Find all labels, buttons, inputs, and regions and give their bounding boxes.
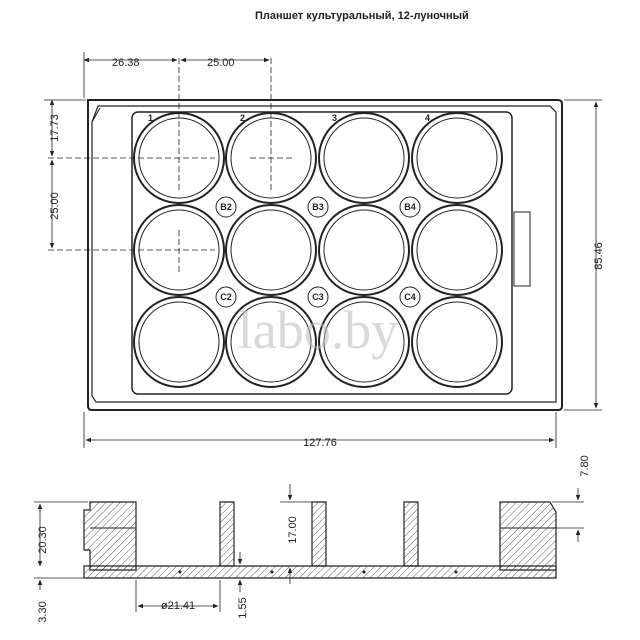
well-C1 xyxy=(133,296,225,388)
well-label-B4: B4 xyxy=(404,202,416,212)
dim-height: 85.46 xyxy=(593,242,605,270)
inner-wall-1 xyxy=(219,501,235,567)
well-B4 xyxy=(411,204,503,296)
well-area-frame xyxy=(131,111,513,395)
marker-B2 xyxy=(215,196,237,218)
column-label-1: 1 xyxy=(148,113,153,123)
side-view: 7.80 20.30 17.00 3.30 ø21.41 1.55 xyxy=(34,455,591,623)
dim-overall-height: 20.30 xyxy=(37,526,49,554)
side-wall-right xyxy=(499,501,557,571)
dim-width: 127.76 xyxy=(303,437,337,449)
well-label-C2: C2 xyxy=(220,292,232,302)
well-B3 xyxy=(318,204,410,296)
well-row-3 xyxy=(133,296,503,388)
marker-B4 xyxy=(399,196,421,218)
dim-pitch-y: 25.00 xyxy=(49,192,61,220)
column-label-3: 3 xyxy=(332,113,337,123)
corner-notch xyxy=(91,107,101,123)
center-marks xyxy=(48,58,295,275)
marker-B3 xyxy=(307,196,329,218)
inner-wall-2 xyxy=(311,501,327,567)
plate-outline xyxy=(87,99,563,411)
side-wall-left xyxy=(83,501,137,571)
dim-offset-y: 17.73 xyxy=(49,114,61,142)
watermark: labo.by xyxy=(238,300,398,360)
column-label-4: 4 xyxy=(425,113,430,123)
diagram-title: Планшет культуральный, 12-луночный xyxy=(255,10,469,22)
well-A3 xyxy=(318,112,410,204)
top-view: B2 B3 B4 C2 C3 C4 1 2 3 4 xyxy=(44,52,605,449)
dim-well-depth: 17.00 xyxy=(287,516,299,544)
base-plate xyxy=(83,565,557,579)
well-label-C4: C4 xyxy=(404,292,416,302)
marker-C3 xyxy=(307,286,329,308)
well-C4 xyxy=(411,296,503,388)
label-tab xyxy=(513,211,531,287)
column-label-2: 2 xyxy=(240,113,245,123)
dim-offset-x: 26.38 xyxy=(112,57,140,69)
well-label-C3: C3 xyxy=(312,292,324,302)
marker-C4 xyxy=(399,286,421,308)
well-C2 xyxy=(225,296,317,388)
well-row-2 xyxy=(133,204,503,296)
well-label-B2: B2 xyxy=(220,202,232,212)
well-B2 xyxy=(225,204,317,296)
well-A4 xyxy=(411,112,503,204)
well-C3 xyxy=(318,296,410,388)
dim-well-diameter: ø21.41 xyxy=(161,600,195,612)
plate-skirt xyxy=(91,105,557,403)
dim-pitch-x: 25.00 xyxy=(207,57,235,69)
well-row-1 xyxy=(133,112,503,204)
side-dimension-lines xyxy=(34,484,584,612)
top-dimension-lines xyxy=(44,52,602,448)
inner-wall-3 xyxy=(403,501,419,567)
dim-lid-step: 7.80 xyxy=(579,455,591,476)
dim-bottom: 1.55 xyxy=(237,597,249,618)
marker-C2 xyxy=(215,286,237,308)
well-label-B3: B3 xyxy=(312,202,324,212)
dim-base: 3.30 xyxy=(37,601,49,622)
